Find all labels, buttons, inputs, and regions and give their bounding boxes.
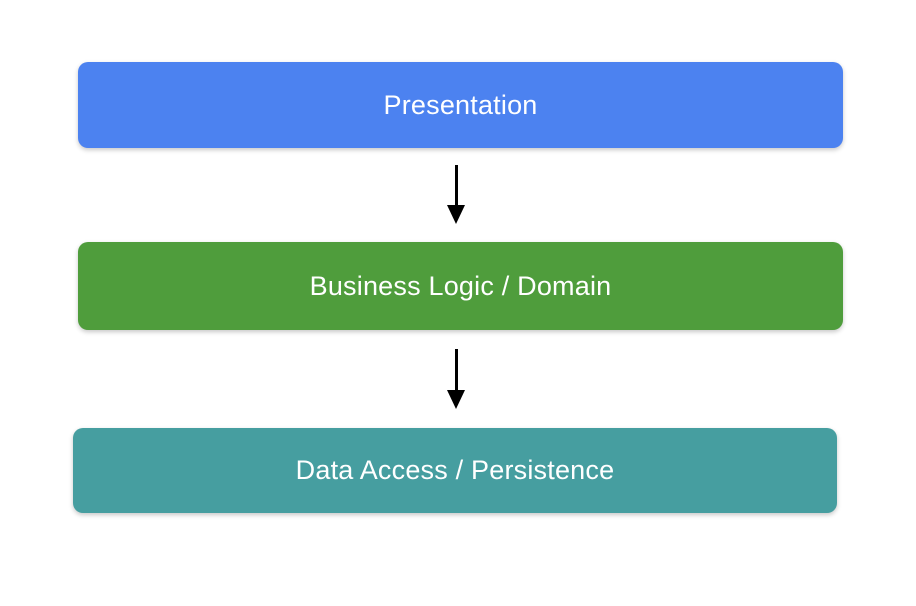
- layer-node-business-logic: Business Logic / Domain: [78, 242, 843, 330]
- arrow-head: [447, 205, 465, 224]
- layer-node-presentation: Presentation: [78, 62, 843, 148]
- layer-node-data-access: Data Access / Persistence: [73, 428, 837, 513]
- layer-label-business-logic: Business Logic / Domain: [309, 270, 612, 301]
- layer-label-presentation: Presentation: [383, 89, 538, 120]
- arrow-shaft: [454, 165, 458, 205]
- layer-label-data-access: Data Access / Persistence: [295, 455, 615, 485]
- arrow-shaft: [454, 349, 458, 390]
- down-arrow-icon: [446, 349, 466, 409]
- down-arrow-icon: [446, 165, 466, 224]
- arrow-head: [447, 390, 465, 409]
